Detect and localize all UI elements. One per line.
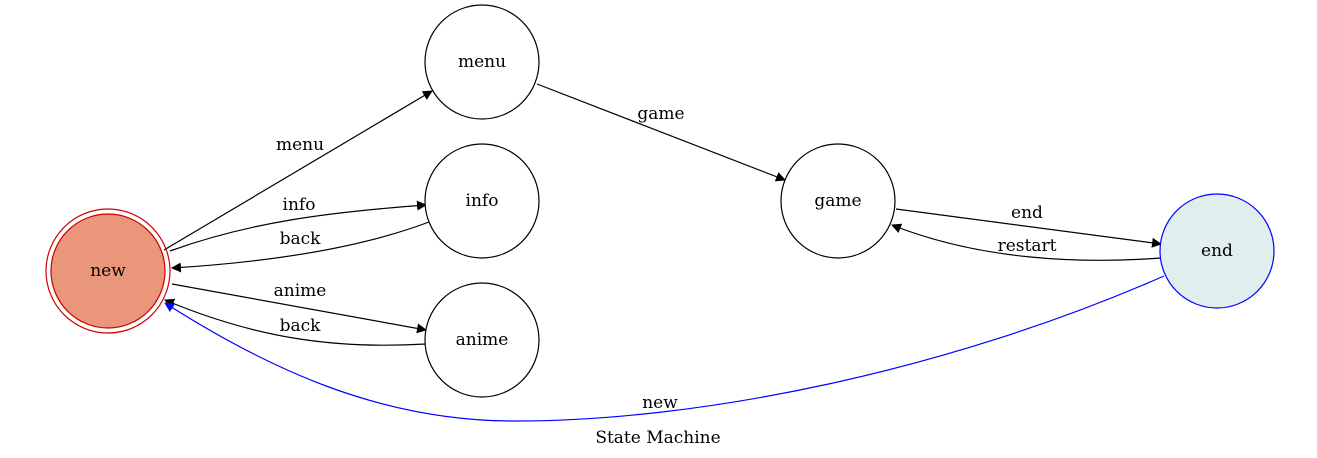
node-anime: anime	[424, 282, 540, 398]
edge-label-end-new: new	[642, 393, 678, 413]
edge-label-menu-game: game	[637, 104, 684, 124]
node-menu: menu	[424, 4, 540, 120]
edge-new-to-menu	[163, 90, 433, 251]
edge-info-to-new	[171, 221, 430, 273]
edge-anime-to-new	[164, 298, 427, 346]
node-label-info: info	[466, 191, 499, 211]
diagram-caption: State Machine	[595, 428, 720, 448]
node-info: info	[424, 143, 540, 259]
edge-menu-to-game	[536, 83, 786, 182]
edge-label-game-end: end	[1011, 203, 1043, 223]
edge-label-anime-new: back	[280, 316, 322, 336]
node-label-anime: anime	[456, 330, 509, 350]
edge-new-to-info	[169, 200, 427, 252]
node-label-game: game	[814, 191, 861, 211]
edge-label-new-info: info	[283, 195, 316, 215]
node-game: game	[780, 143, 896, 259]
node-label-menu: menu	[458, 52, 506, 72]
edge-new-to-anime	[171, 283, 427, 334]
edge-game-to-end	[895, 208, 1162, 248]
node-end: end	[1159, 193, 1275, 309]
node-label-end: end	[1201, 241, 1233, 261]
edge-end-to-game	[891, 223, 1162, 261]
node-label-new: new	[90, 261, 126, 281]
edge-label-end-game: restart	[998, 236, 1057, 256]
node-new: new	[45, 208, 171, 334]
edge-end-to-new	[164, 275, 1165, 422]
edge-label-new-menu: menu	[276, 135, 324, 155]
edge-label-info-new: back	[280, 229, 322, 249]
edges	[163, 83, 1165, 422]
edge-label-new-anime: anime	[274, 281, 327, 301]
edge-labels: menu info back anime back game end resta…	[274, 104, 1057, 413]
